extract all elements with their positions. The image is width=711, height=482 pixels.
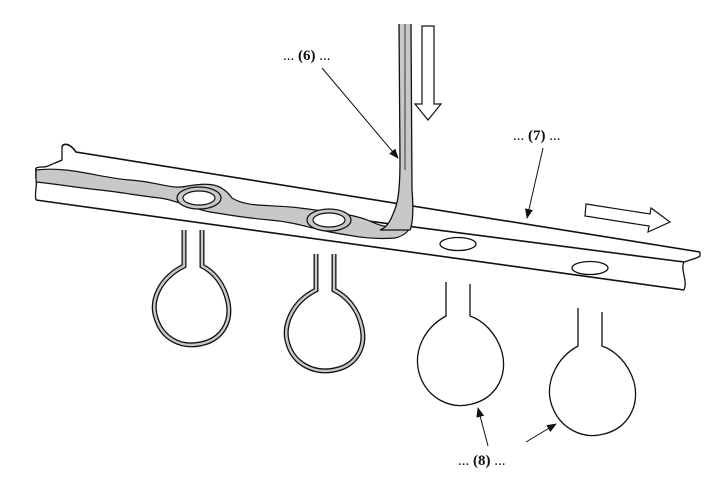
- coated-bulb-2: [283, 254, 366, 374]
- strip-motion-arrow: [584, 203, 672, 234]
- callout-8-prefix: ...: [458, 453, 470, 469]
- callout-7-prefix: ...: [513, 128, 525, 144]
- uncoated-bulb-2: [548, 308, 637, 437]
- leader-lines: [321, 67, 557, 447]
- callout-7: ... (7) ...: [513, 128, 561, 145]
- callout-8-number: (8): [473, 453, 491, 469]
- callout-6: ... (6) ...: [283, 48, 331, 65]
- feed-direction-arrow: [413, 25, 443, 121]
- callout-6-number: (6): [298, 48, 316, 64]
- dispensing-nozzle: [379, 23, 414, 231]
- callout-7-number: (7): [528, 128, 546, 144]
- coated-bulb-1: [151, 230, 232, 348]
- uncoated-bulb-1: [416, 282, 505, 407]
- callout-7-suffix: ...: [549, 128, 561, 144]
- strip-holes: [176, 186, 609, 276]
- callout-6-suffix: ...: [319, 48, 331, 64]
- callout-8-suffix: ...: [494, 453, 506, 469]
- callout-8: ... (8) ...: [458, 453, 506, 470]
- callout-6-prefix: ...: [283, 48, 295, 64]
